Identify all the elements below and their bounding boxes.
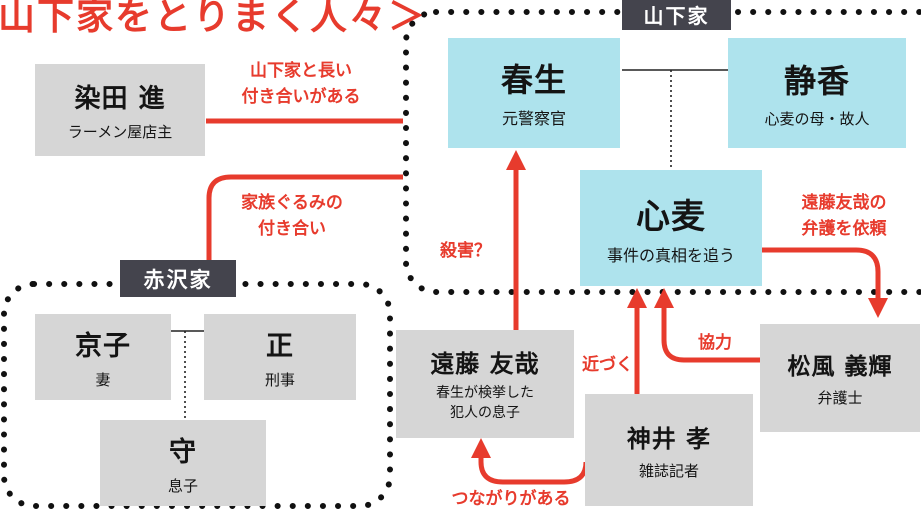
person-card-mamoru: 守 息子 <box>100 420 266 506</box>
person-role: 妻 <box>95 370 111 389</box>
person-card-tadashi: 正 刑事 <box>204 314 356 400</box>
arrow-defense-request <box>762 247 888 318</box>
page-title: 山下家をとりまく人々＞ <box>0 0 427 38</box>
person-card-shizuka: 静香 心麦の母・故人 <box>728 38 906 148</box>
person-name: 遠藤 友哉 <box>430 350 540 379</box>
relation-line-akazawa-yamashita <box>206 174 403 263</box>
person-role: ラーメン屋店主 <box>67 122 173 141</box>
person-name: 正 <box>266 330 294 362</box>
person-role: 事件の真相を追う <box>606 245 735 265</box>
annotation-cooperate: 協力 <box>698 333 732 353</box>
person-name: 染田 進 <box>74 83 166 114</box>
person-role: 雑誌記者 <box>638 461 699 480</box>
person-role: 刑事 <box>264 370 295 389</box>
arrow-murder <box>506 150 526 332</box>
person-role: 元警察官 <box>501 109 566 129</box>
annotation-long-relation: 山下家と長い 付き合いがある <box>241 61 361 108</box>
family-badge-yamashita: 山下家 <box>622 0 731 30</box>
person-name: 松風 義輝 <box>787 354 893 380</box>
person-card-someda: 染田 進 ラーメン屋店主 <box>35 64 205 156</box>
person-card-komugi: 心麦 事件の真相を追う <box>580 170 762 286</box>
person-name: 春生 <box>500 61 567 100</box>
person-card-matsukaze: 松風 義輝 弁護士 <box>760 324 920 432</box>
person-role: 息子 <box>167 476 198 495</box>
person-role: 弁護士 <box>817 389 863 407</box>
family-badge-akazawa: 赤沢家 <box>120 260 236 297</box>
person-card-endo: 遠藤 友哉 春生が検挙した 犯人の息子 <box>396 330 574 438</box>
annotation-family-relation: 家族ぐるみの 付き合い <box>241 193 343 240</box>
arrow-approach <box>627 288 647 394</box>
person-name: 守 <box>169 436 197 468</box>
person-name: 神井 孝 <box>626 424 712 453</box>
annotation-defense-request: 遠藤友哉の 弁護を依頼 <box>801 193 887 240</box>
person-name: 心麦 <box>636 196 706 237</box>
person-role: 春生が検挙した 犯人の息子 <box>436 385 534 421</box>
arrow-cooperate <box>654 288 768 363</box>
person-name: 京子 <box>75 330 131 362</box>
annotation-approach: 近づく <box>582 355 633 375</box>
annotation-connection: つながりがある <box>451 489 571 509</box>
person-card-haruo: 春生 元警察官 <box>448 38 620 148</box>
person-name: 静香 <box>783 62 850 100</box>
annotation-murder: 殺害？ <box>440 241 491 261</box>
person-card-kyoko: 京子 妻 <box>35 314 171 400</box>
person-role: 心麦の母・故人 <box>764 110 870 128</box>
family-border-akazawa <box>1 281 393 509</box>
person-card-kamii: 神井 孝 雑誌記者 <box>585 394 753 506</box>
arrow-connection <box>471 438 589 485</box>
